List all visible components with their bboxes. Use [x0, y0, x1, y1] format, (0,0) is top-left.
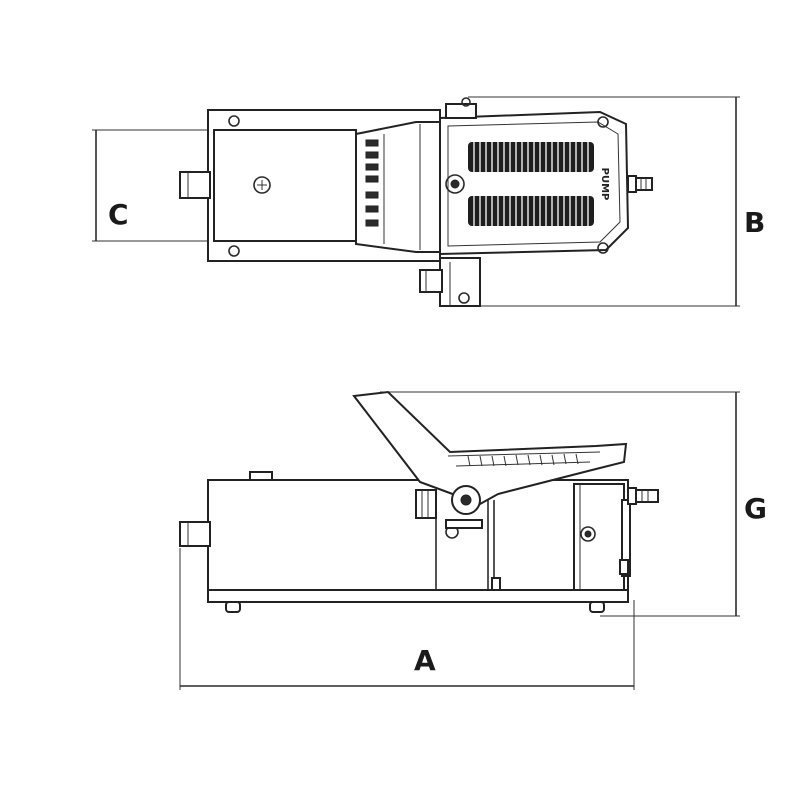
- dimension-label-g: G: [744, 492, 767, 525]
- shaft-stub-side: [179, 521, 211, 547]
- dimension-g: G: [380, 391, 767, 617]
- pivot-bracket: [415, 489, 437, 519]
- top-fitting: [445, 103, 477, 119]
- pump-marking: PUMP: [599, 168, 610, 201]
- base-plate-side: [207, 589, 629, 603]
- air-inlet-fitting-top: [627, 175, 653, 193]
- dimension-a: A: [179, 548, 635, 690]
- screw-icon: [253, 176, 271, 194]
- vent-grill-lower: [468, 196, 594, 226]
- dimension-label-c: C: [108, 198, 129, 231]
- dimension-b: B: [468, 96, 765, 307]
- filler-cap: [249, 471, 273, 481]
- bolt-icon: [228, 115, 240, 127]
- dimension-label-a: A: [414, 644, 436, 677]
- bolt-icon: [597, 242, 609, 254]
- air-inlet-fitting-side: [627, 487, 659, 505]
- dimension-c: C: [92, 129, 210, 242]
- vent-grill-upper: [468, 142, 594, 172]
- reservoir-top: [213, 129, 357, 242]
- bolt-icon: [597, 116, 609, 128]
- bolt-icon: [228, 245, 240, 257]
- side-view: G A: [179, 390, 767, 690]
- hydraulic-fitting-top: [419, 257, 481, 307]
- pedal-side: [352, 390, 628, 506]
- top-view: C B: [92, 96, 765, 307]
- dimension-label-b: B: [744, 206, 765, 239]
- shaft-stub-top: [179, 171, 211, 199]
- pivot-knob-icon: [445, 174, 465, 194]
